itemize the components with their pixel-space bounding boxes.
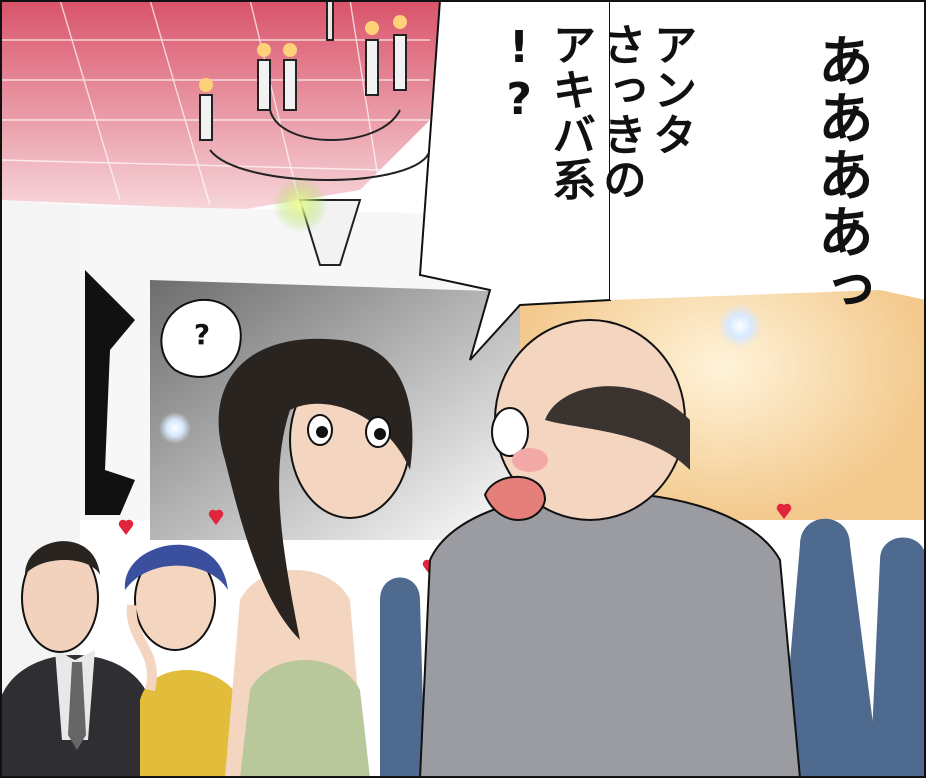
thought-bubble	[160, 298, 242, 378]
speech-text-left: アンタ さっきの アキバ系 !?	[493, 22, 697, 202]
speech-text-right: ああああっ	[808, 32, 874, 317]
girl-main	[218, 338, 413, 778]
crowd-silhouettes	[380, 518, 926, 778]
ceiling-grid	[0, 0, 430, 206]
wall-art	[85, 270, 135, 515]
bald-man	[418, 319, 802, 778]
man-in-suit	[0, 541, 150, 778]
woman-blue-hair	[124, 544, 245, 778]
speech-bubble-right	[610, 0, 926, 300]
ceiling	[0, 0, 440, 210]
chandelier	[199, 0, 431, 266]
thought-text: ?	[193, 318, 211, 351]
sparkle	[718, 304, 762, 348]
sparkle	[159, 412, 191, 444]
